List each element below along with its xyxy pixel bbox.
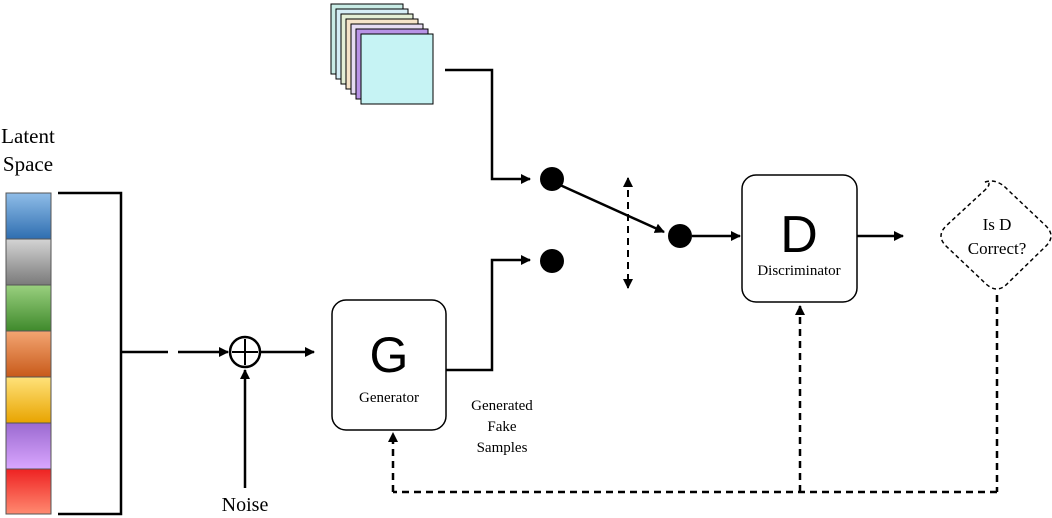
fake-samples-label-line2: Fake bbox=[487, 419, 517, 435]
latent-segment-green bbox=[5, 284, 52, 332]
switch-arm-arrow bbox=[559, 183, 665, 234]
real-switch-node bbox=[540, 167, 564, 191]
latent-segment-orange bbox=[5, 330, 52, 378]
sum-node bbox=[228, 335, 262, 369]
latent-vector bbox=[5, 192, 52, 515]
generator-box: G Generator bbox=[331, 299, 447, 431]
generator-label: Generator bbox=[359, 390, 419, 406]
latent-segment-purple bbox=[5, 422, 52, 470]
latent-segment-red bbox=[5, 468, 52, 515]
fake-samples-label-line3: Samples bbox=[477, 440, 528, 456]
generator-letter: G bbox=[370, 327, 409, 383]
latent-space-label-line1: Latent bbox=[1, 124, 55, 148]
real-to-switch-arrow bbox=[445, 68, 531, 184]
real-sample-card bbox=[360, 33, 434, 105]
discriminator-letter: D bbox=[780, 206, 818, 264]
latent-segment-blue bbox=[5, 192, 52, 240]
discriminator-input-node bbox=[668, 224, 692, 248]
fake-samples-label-line1: Generated bbox=[471, 398, 533, 414]
latent-bracket bbox=[58, 191, 123, 516]
real-samples-stack bbox=[330, 3, 434, 105]
generator-to-fake-arrow bbox=[446, 255, 531, 372]
noise-label: Noise bbox=[222, 494, 269, 516]
latent-segment-yellow bbox=[5, 376, 52, 424]
decision-label-line2: Correct? bbox=[968, 239, 1027, 258]
latent-space-label-line2: Space bbox=[3, 152, 53, 176]
decision-label-line1: Is D bbox=[983, 215, 1012, 234]
latent-segment-gray bbox=[5, 238, 52, 286]
discriminator-box: D Discriminator bbox=[741, 174, 858, 303]
discriminator-label: Discriminator bbox=[757, 263, 840, 279]
fake-switch-node bbox=[540, 249, 564, 273]
decision-diamond: Is D Correct? bbox=[940, 180, 1052, 290]
